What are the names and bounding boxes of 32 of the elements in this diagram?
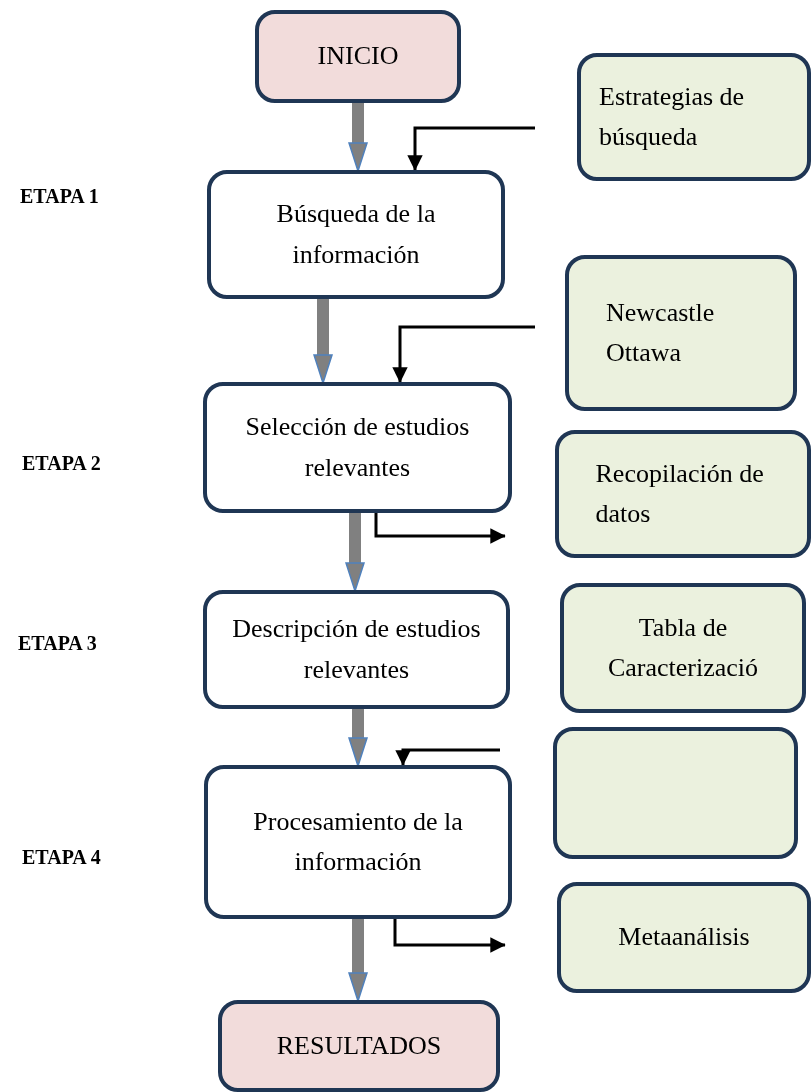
stage-label: ETAPA 2	[22, 452, 101, 475]
process-box	[218, 1000, 500, 1092]
box-text: Procesamiento de la información	[252, 805, 464, 878]
process-box	[207, 170, 505, 299]
box-text: Recopilación de datos	[595, 457, 765, 530]
box-text: Newcastle Ottawa	[606, 296, 716, 369]
process-box	[555, 430, 811, 558]
stage-label: ETAPA 1	[20, 185, 99, 208]
process-box	[203, 382, 512, 513]
box-text: Estrategias de búsqueda	[599, 80, 746, 153]
box-text: INICIO	[317, 40, 399, 73]
box-text: RESULTADOS	[276, 1029, 442, 1062]
process-box	[565, 255, 797, 411]
process-box	[204, 765, 512, 919]
box-text: Descripción de estudios relevantes	[231, 613, 482, 686]
process-box	[557, 882, 811, 993]
block-arrow	[348, 709, 368, 767]
stage-label: ETAPA 4	[22, 846, 101, 869]
block-arrow	[348, 103, 368, 172]
box-text: Tabla de Caracterizació	[606, 611, 760, 684]
process-box	[203, 590, 510, 709]
block-arrow	[345, 513, 365, 592]
process-box	[577, 53, 811, 181]
box-text: Búsqueda de la información	[275, 198, 437, 271]
box-text: Metaanálisis	[618, 921, 750, 954]
block-arrow	[348, 919, 368, 1002]
box-text: Selección de estudios relevantes	[244, 411, 471, 484]
stage-label: ETAPA 3	[18, 632, 97, 655]
process-box	[255, 10, 461, 103]
process-box	[560, 583, 806, 713]
block-arrow	[313, 299, 333, 384]
empty-box	[553, 727, 798, 859]
